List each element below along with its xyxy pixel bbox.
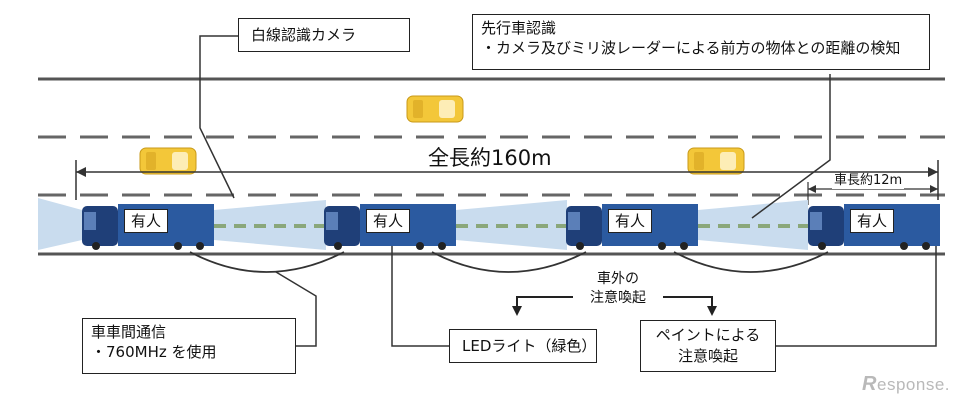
sensor-beam [214, 200, 326, 250]
lane-camera-label: 白線認識カメラ [251, 26, 357, 44]
truck-tag: 有人 [608, 209, 653, 233]
v2v-detail: ・760MHz を使用 [91, 343, 217, 361]
v2v-callout: 車車間通信 ・760MHz を使用 [82, 318, 296, 374]
external-alert-line1: 車外の [597, 271, 639, 287]
watermark-mark: R [862, 373, 877, 395]
external-alert-label: 車外の 注意喚起 [573, 270, 663, 308]
v2v-title: 車車間通信 [91, 323, 167, 341]
total-length-label: 全長約160m [424, 146, 556, 170]
preceding-vehicle-detail: ・カメラ及びミリ波レーダーによる前方の物体との距離の検知 [481, 39, 901, 57]
sensor-beam [698, 200, 808, 250]
road [38, 77, 945, 256]
truck-length-label: 車長約12m [832, 173, 905, 189]
sensor-beam [38, 198, 82, 250]
preceding-vehicle-title: 先行車認識 [481, 19, 557, 37]
paint-alert-line1: ペイントによる [655, 326, 761, 344]
response-watermark: Response. [862, 373, 950, 396]
sensor-beam [456, 200, 567, 250]
truck-tag: 有人 [124, 209, 169, 233]
paint-alert-callout: ペイントによる 注意喚起 [640, 320, 776, 372]
truck-tag: 有人 [850, 209, 895, 233]
leader-lines [199, 35, 937, 347]
external-alert-line2: 注意喚起 [590, 290, 646, 306]
sensor-beams [38, 198, 808, 250]
total-length-dimension [75, 160, 939, 200]
lane-camera-callout: 白線認識カメラ [238, 18, 410, 52]
led-light-callout: LEDライト（緑色） [449, 329, 597, 363]
car [139, 147, 197, 175]
led-light-label: LEDライト（緑色） [462, 337, 597, 355]
paint-alert-line2: 注意喚起 [677, 347, 738, 365]
truck-tag: 有人 [366, 209, 411, 233]
v2v-arcs [189, 251, 829, 273]
preceding-vehicle-callout: 先行車認識 ・カメラ及びミリ波レーダーによる前方の物体との距離の検知 [472, 14, 930, 70]
alert-arrows [512, 296, 717, 316]
car [687, 147, 745, 175]
car [406, 95, 464, 123]
watermark-text: esponse. [877, 375, 950, 394]
